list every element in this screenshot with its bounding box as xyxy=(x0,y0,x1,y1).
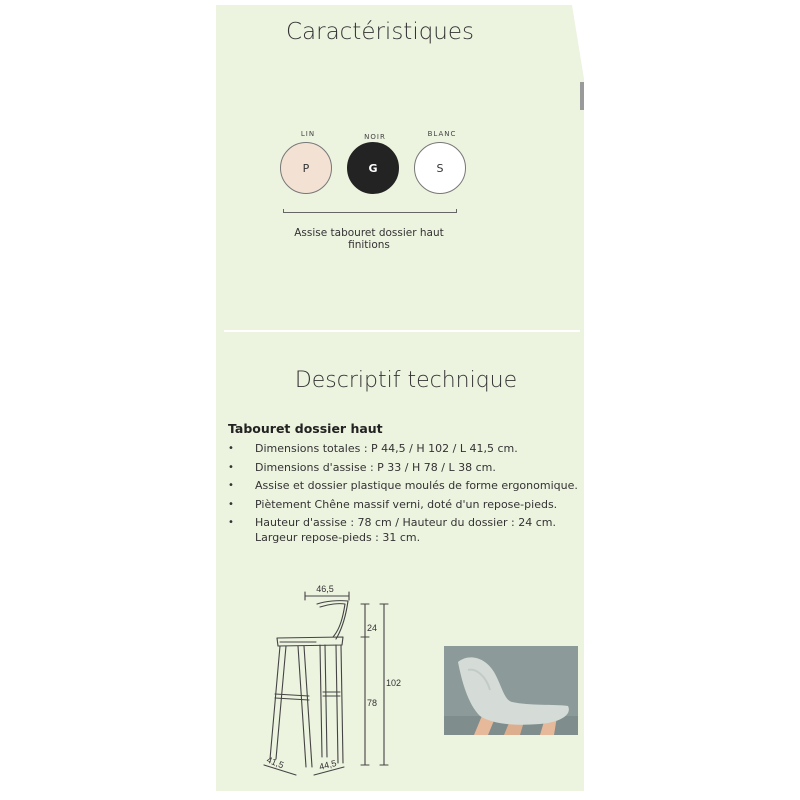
swatch-code-blanc: S xyxy=(436,161,444,175)
spec-text: Piètement Chêne massif verni, doté d'un … xyxy=(255,497,558,511)
dim-back-height: 24 xyxy=(367,623,377,633)
swatch-code-noir: G xyxy=(368,161,378,175)
bullet: • xyxy=(228,461,234,473)
bullet: • xyxy=(228,443,234,454)
spec-text: Hauteur d'assise : 78 cm / Hauteur du do… xyxy=(255,516,556,544)
spec-item: • Dimensions d'assise : P 33 / H 78 / L … xyxy=(228,460,584,475)
product-panel: Caractéristiques LIN NOIR BLANC P G S As… xyxy=(216,5,584,791)
bullet: • xyxy=(228,498,234,510)
stool-photo xyxy=(444,646,578,735)
swatch-noir[interactable]: G xyxy=(347,142,399,194)
finish-caption: Assise tabouret dossier haut finitions xyxy=(294,227,444,251)
swatch-lin[interactable]: P xyxy=(280,142,332,194)
swatch-label-noir: NOIR xyxy=(364,133,386,141)
spec-text: Dimensions d'assise : P 33 / H 78 / L 38… xyxy=(255,460,496,474)
technical-title: Descriptif technique xyxy=(294,368,518,393)
dim-total-height: 102 xyxy=(386,678,401,688)
swatch-blanc[interactable]: S xyxy=(414,142,466,194)
spec-item: • Assise et dossier plastique moulés de … xyxy=(228,478,584,493)
swatch-label-lin: LIN xyxy=(300,130,316,138)
bullet: • xyxy=(228,517,234,528)
spec-list: • Dimensions totales : P 44,5 / H 102 / … xyxy=(228,441,584,549)
product-title: Tabouret dossier haut xyxy=(228,421,383,436)
swatch-code-lin: P xyxy=(302,161,310,175)
swatch-label-blanc: BLANC xyxy=(427,130,457,138)
dim-depth: 44,5 xyxy=(318,758,337,772)
side-strip xyxy=(580,82,584,110)
dim-seat-height: 78 xyxy=(367,698,377,708)
characteristics-title: Caractéristiques xyxy=(285,19,475,45)
spec-item: • Hauteur d'assise : 78 cm / Hauteur du … xyxy=(228,515,584,545)
spec-text: Assise et dossier plastique moulés de fo… xyxy=(255,479,578,492)
spec-item: • Dimensions totales : P 44,5 / H 102 / … xyxy=(228,441,584,456)
spec-item: • Piètement Chêne massif verni, doté d'u… xyxy=(228,497,584,512)
swatch-bracket xyxy=(283,209,457,213)
bullet: • xyxy=(228,480,234,491)
spec-text: Dimensions totales : P 44,5 / H 102 / L … xyxy=(255,442,518,455)
section-divider xyxy=(224,330,580,332)
stool-technical-drawing: 46,5 24 78 102 41,5 44,5 xyxy=(263,584,401,776)
dim-top-width: 46,5 xyxy=(316,584,334,594)
